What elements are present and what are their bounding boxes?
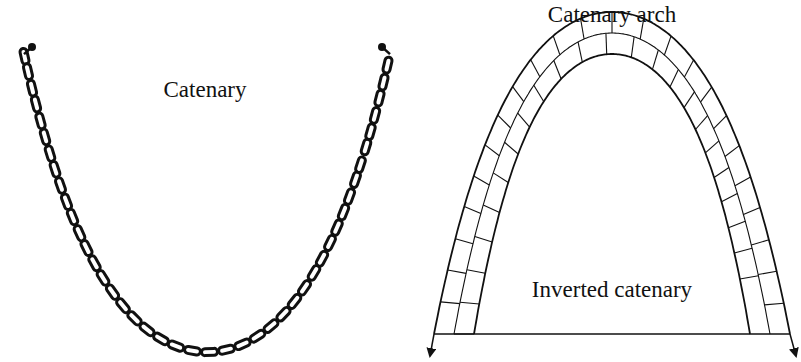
block-joint: [513, 87, 524, 102]
chain-link: [331, 219, 344, 236]
chain-link: [365, 123, 376, 140]
chain-link: [355, 156, 367, 173]
chain-link: [343, 188, 355, 205]
block-joint: [498, 115, 511, 128]
block-joint: [728, 221, 745, 227]
chain-link: [315, 250, 329, 267]
arch-outer-edge: [434, 12, 790, 334]
chain-link: [35, 112, 46, 129]
block-joint: [695, 116, 707, 130]
arch-course-line: [454, 33, 770, 334]
block-joint: [705, 141, 719, 153]
thrust-arrow: [430, 334, 434, 356]
block-joint: [725, 146, 739, 157]
chain-link: [80, 239, 93, 256]
block-joint: [474, 176, 490, 185]
arch-label: Inverted catenary: [529, 277, 695, 302]
block-joint: [441, 302, 460, 304]
chain-link: [323, 234, 336, 251]
block-joint: [493, 173, 508, 183]
block-joint: [534, 85, 544, 101]
block-joint: [764, 303, 783, 305]
chain-link: [27, 80, 38, 97]
block-joint: [553, 36, 560, 55]
block-joint: [485, 145, 499, 156]
catenary-arch: [434, 12, 790, 334]
block-joint: [483, 205, 499, 212]
block-joint: [721, 193, 737, 201]
chain-link: [337, 203, 349, 220]
chain-link: [218, 344, 235, 354]
chain-label: Catenary: [163, 77, 246, 102]
block-joint: [475, 236, 492, 242]
chain-link: [167, 340, 184, 352]
chain-link: [44, 145, 55, 162]
block-joint: [735, 177, 751, 186]
chain-link: [66, 208, 79, 225]
chain-link: [55, 177, 67, 194]
chain-link: [23, 63, 33, 80]
arch-inner-edge: [474, 54, 750, 334]
block-joint: [714, 168, 729, 178]
block-joint: [505, 142, 519, 154]
block-joint: [684, 92, 694, 108]
chain-link: [39, 128, 50, 145]
hanging-chain: [19, 43, 392, 356]
chain-link: [31, 95, 42, 112]
chain-link: [184, 346, 201, 356]
anchor-point: [28, 43, 36, 51]
chain-link: [49, 161, 61, 178]
block-joint: [652, 50, 658, 69]
block-joint: [670, 69, 678, 87]
chain-link: [370, 107, 381, 124]
anchor-point: [378, 43, 386, 51]
chain-link: [201, 348, 217, 355]
arch-title: Catenary arch: [548, 2, 676, 27]
block-joint: [700, 87, 711, 102]
block-joint: [664, 36, 671, 55]
chain-link: [297, 279, 312, 296]
block-joint: [684, 60, 693, 77]
block-joint: [518, 113, 530, 127]
chain-link: [234, 338, 251, 351]
block-joint: [448, 270, 466, 273]
block-joint: [734, 248, 752, 253]
block-joint: [554, 60, 561, 78]
block-joint: [740, 276, 759, 279]
thrust-arrow: [790, 334, 796, 356]
block-joint: [758, 271, 777, 274]
block-joint: [751, 240, 769, 245]
chain-link: [378, 74, 389, 91]
chain-link: [382, 57, 392, 74]
block-joint: [464, 206, 481, 213]
block-joint: [467, 270, 485, 274]
block-joint: [460, 302, 479, 304]
block-joint: [605, 33, 607, 54]
block-joint: [455, 239, 473, 244]
block-joint: [631, 37, 634, 58]
block-joint: [531, 60, 540, 77]
block-joint: [714, 116, 727, 129]
chain-link: [374, 90, 385, 107]
base-line: [434, 333, 790, 335]
block-joint: [578, 42, 582, 62]
block-joint: [743, 207, 760, 214]
